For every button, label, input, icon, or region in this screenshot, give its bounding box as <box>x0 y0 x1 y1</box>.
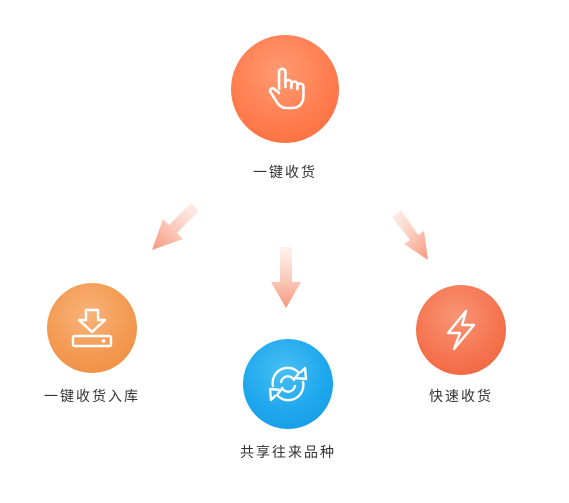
right-label: 快速收货 <box>429 389 493 405</box>
refresh-sync-icon <box>268 366 308 402</box>
top-label: 一键收货 <box>253 165 317 181</box>
top-circle <box>231 35 339 143</box>
left-circle <box>47 283 137 373</box>
download-tray-icon <box>71 308 113 348</box>
hand-pointer-icon <box>268 67 305 110</box>
middle-label: 共享往来品种 <box>240 445 336 461</box>
arrow-to-middle <box>271 247 301 308</box>
middle-circle <box>243 339 333 429</box>
arrow-to-right <box>392 210 428 260</box>
lightning-bolt-icon <box>446 309 476 351</box>
left-label: 一键收货入库 <box>44 389 140 405</box>
right-circle <box>416 285 506 375</box>
arrow-to-left <box>152 203 199 250</box>
